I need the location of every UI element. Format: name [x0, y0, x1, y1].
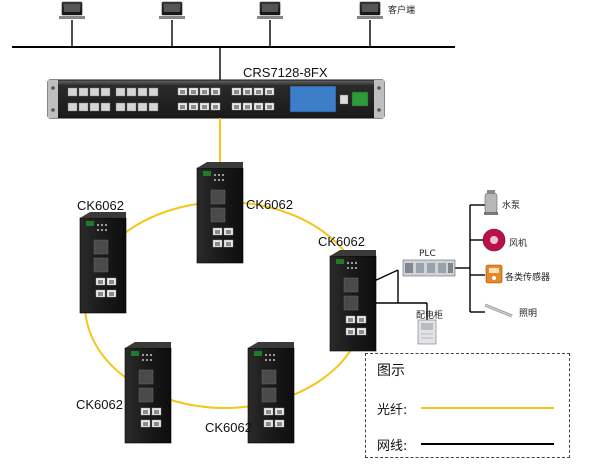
- legend-cable-line: [421, 443, 554, 445]
- client-pc-icon: [356, 1, 384, 20]
- ring-switch-label-right: CK6062: [318, 234, 365, 249]
- ethernet-bus: [12, 20, 455, 80]
- client-pc-icon: [58, 1, 86, 20]
- core-switch-label: CRS7128-8FX: [243, 65, 328, 80]
- clients-label: 客户端: [388, 6, 416, 16]
- device-label-sensor: 各类传感器: [505, 273, 551, 283]
- cabinet-label: 配电柜: [416, 311, 444, 321]
- water-pump-icon: [484, 190, 498, 215]
- client-pc-icon: [158, 1, 186, 20]
- plc-label: PLC: [419, 249, 436, 259]
- legend-cable-label: 网线:: [377, 439, 408, 454]
- ring-switch-label-top: CK6062: [246, 197, 293, 212]
- lighting-icon: [484, 303, 513, 318]
- ring-switch-label-bottom-right: CK6062: [205, 420, 252, 435]
- legend-title: 图示: [377, 363, 405, 379]
- fan-icon: [482, 228, 506, 252]
- device-label-lighting: 照明: [519, 309, 538, 319]
- ethernet-cables: [371, 204, 485, 320]
- ring-switch-right: [329, 250, 377, 352]
- ring-switch-bottom-right: [247, 342, 295, 444]
- plc-icon: [402, 259, 456, 277]
- legend-box: 图示 光纤: 网线:: [365, 353, 570, 458]
- ring-switch-top: [196, 162, 244, 264]
- device-label-water-pump: 水泵: [502, 201, 521, 211]
- legend-fiber-line: [421, 407, 554, 409]
- distribution-cabinet-icon: [417, 319, 437, 345]
- core-rack-switch: [47, 79, 385, 119]
- ring-switch-label-left: CK6062: [77, 198, 124, 213]
- client-pc-icon: [256, 1, 284, 20]
- device-label-fan: 风机: [509, 239, 528, 249]
- sensor-icon: [485, 264, 503, 284]
- ring-switch-left: [79, 212, 127, 314]
- ring-switch-bottom-left: [124, 342, 172, 444]
- legend-fiber-label: 光纤:: [377, 403, 408, 418]
- ring-switch-label-bottom-left: CK6062: [76, 397, 123, 412]
